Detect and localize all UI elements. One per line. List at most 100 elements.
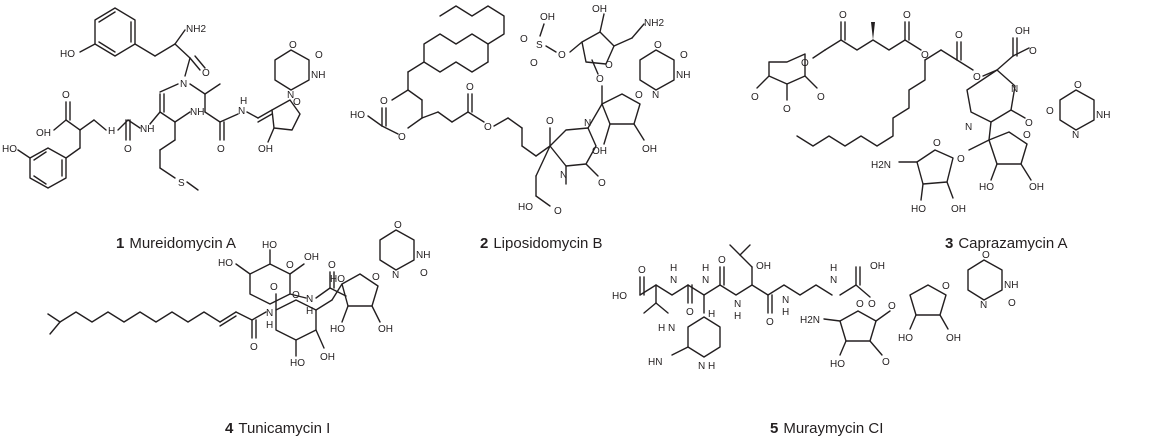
svg-text:N: N bbox=[180, 79, 187, 90]
svg-text:O: O bbox=[635, 90, 643, 101]
svg-text:H: H bbox=[240, 96, 247, 107]
svg-text:OH: OH bbox=[870, 261, 885, 272]
svg-text:OH: OH bbox=[36, 128, 51, 139]
svg-text:O: O bbox=[638, 265, 646, 276]
svg-text:N: N bbox=[584, 118, 591, 129]
svg-text:O: O bbox=[250, 342, 258, 353]
compound-number: 1 bbox=[116, 235, 125, 252]
svg-text:O: O bbox=[654, 40, 662, 51]
svg-text:O: O bbox=[856, 299, 864, 310]
svg-text:OH: OH bbox=[258, 144, 273, 155]
svg-text:H: H bbox=[782, 307, 789, 318]
svg-text:O: O bbox=[973, 72, 981, 83]
uracil-tunicamycin-i: N NH O O bbox=[379, 220, 430, 281]
svg-text:HO: HO bbox=[262, 240, 277, 251]
structure-caprazamycin-a: O O O O O O O O O OH O N N O O HO OH O O… bbox=[751, 10, 1044, 215]
svg-text:H2N: H2N bbox=[800, 315, 820, 326]
svg-text:H: H bbox=[734, 311, 741, 322]
svg-text:O: O bbox=[957, 154, 965, 165]
svg-text:NH: NH bbox=[1096, 110, 1110, 121]
svg-text:O: O bbox=[933, 138, 941, 149]
svg-text:N: N bbox=[266, 308, 273, 319]
svg-text:O: O bbox=[380, 96, 388, 107]
structure-muraymycin-ci: HO O N H O N H O N H O OH N H N H OH O H… bbox=[612, 244, 961, 372]
svg-text:O: O bbox=[293, 97, 301, 108]
svg-text:O: O bbox=[328, 260, 336, 271]
svg-text:H: H bbox=[658, 323, 665, 334]
svg-text:O: O bbox=[286, 260, 294, 271]
svg-text:O: O bbox=[783, 104, 791, 115]
svg-text:HO: HO bbox=[218, 258, 233, 269]
svg-text:OH: OH bbox=[378, 324, 393, 335]
svg-text:OH: OH bbox=[642, 144, 657, 155]
svg-text:H: H bbox=[708, 309, 715, 320]
svg-text:OH: OH bbox=[1015, 26, 1030, 37]
svg-text:O: O bbox=[1025, 118, 1033, 129]
svg-text:HO: HO bbox=[612, 291, 627, 302]
svg-text:S: S bbox=[536, 40, 543, 51]
svg-text:HO: HO bbox=[2, 144, 17, 155]
svg-text:OH: OH bbox=[946, 333, 961, 344]
svg-text:O: O bbox=[466, 82, 474, 93]
svg-text:H: H bbox=[708, 361, 715, 372]
svg-text:O: O bbox=[558, 50, 566, 61]
svg-text:O: O bbox=[394, 220, 402, 231]
uracil-muraymycin-ci: N NH O O bbox=[967, 250, 1018, 311]
svg-text:N: N bbox=[668, 323, 675, 334]
svg-text:N: N bbox=[1072, 130, 1079, 141]
svg-text:O: O bbox=[398, 132, 406, 143]
svg-text:N: N bbox=[702, 275, 709, 286]
svg-text:HO: HO bbox=[979, 182, 994, 193]
svg-text:N: N bbox=[965, 122, 972, 133]
svg-text:HO: HO bbox=[330, 324, 345, 335]
svg-text:N: N bbox=[652, 90, 659, 101]
svg-text:O: O bbox=[1029, 46, 1037, 57]
svg-text:O: O bbox=[982, 250, 990, 261]
svg-text:O: O bbox=[546, 116, 554, 127]
svg-text:O: O bbox=[554, 206, 562, 217]
uracil-liposidomycin-b: N NH O O bbox=[639, 40, 690, 101]
structure-mureidomycin-a: HO NH2 O N O N H NH S NH O H O OH HO O O… bbox=[2, 7, 301, 191]
uracil-mureidomycin-a: N NH O O bbox=[274, 40, 325, 101]
svg-text:O: O bbox=[1008, 298, 1016, 309]
svg-text:S: S bbox=[178, 178, 185, 189]
svg-text:NH: NH bbox=[311, 70, 325, 81]
compound-name: Tunicamycin I bbox=[238, 420, 331, 437]
svg-text:HO: HO bbox=[350, 110, 365, 121]
svg-text:HO: HO bbox=[830, 359, 845, 370]
svg-text:H: H bbox=[266, 320, 273, 331]
svg-text:O: O bbox=[372, 272, 380, 283]
svg-text:HO: HO bbox=[518, 202, 533, 213]
compound-name: Muraymycin CI bbox=[783, 420, 884, 437]
structure-tunicamycin-i: O N H O HO OH HO O O HO HO OH N H O O HO… bbox=[47, 240, 393, 369]
svg-text:O: O bbox=[888, 301, 896, 312]
svg-text:N: N bbox=[734, 299, 741, 310]
svg-text:O: O bbox=[217, 144, 225, 155]
svg-text:NH: NH bbox=[140, 124, 154, 135]
svg-text:O: O bbox=[315, 50, 323, 61]
svg-text:NH: NH bbox=[416, 250, 430, 261]
svg-text:N: N bbox=[782, 295, 789, 306]
svg-text:H: H bbox=[830, 263, 837, 274]
svg-text:O: O bbox=[605, 60, 613, 71]
svg-text:O: O bbox=[955, 30, 963, 41]
svg-text:OH: OH bbox=[951, 204, 966, 215]
svg-text:N: N bbox=[830, 275, 837, 286]
svg-text:O: O bbox=[1046, 106, 1054, 117]
svg-text:H2N: H2N bbox=[871, 160, 891, 171]
svg-text:O: O bbox=[202, 68, 210, 79]
svg-text:N: N bbox=[980, 300, 987, 311]
svg-text:N: N bbox=[238, 106, 245, 117]
svg-text:H: H bbox=[108, 126, 115, 137]
svg-text:O: O bbox=[868, 299, 876, 310]
compound-name: Mureidomycin A bbox=[129, 235, 237, 252]
compound-number: 5 bbox=[770, 420, 779, 437]
svg-text:OH: OH bbox=[320, 352, 335, 363]
svg-text:N: N bbox=[306, 294, 313, 305]
svg-text:HO: HO bbox=[330, 274, 345, 285]
